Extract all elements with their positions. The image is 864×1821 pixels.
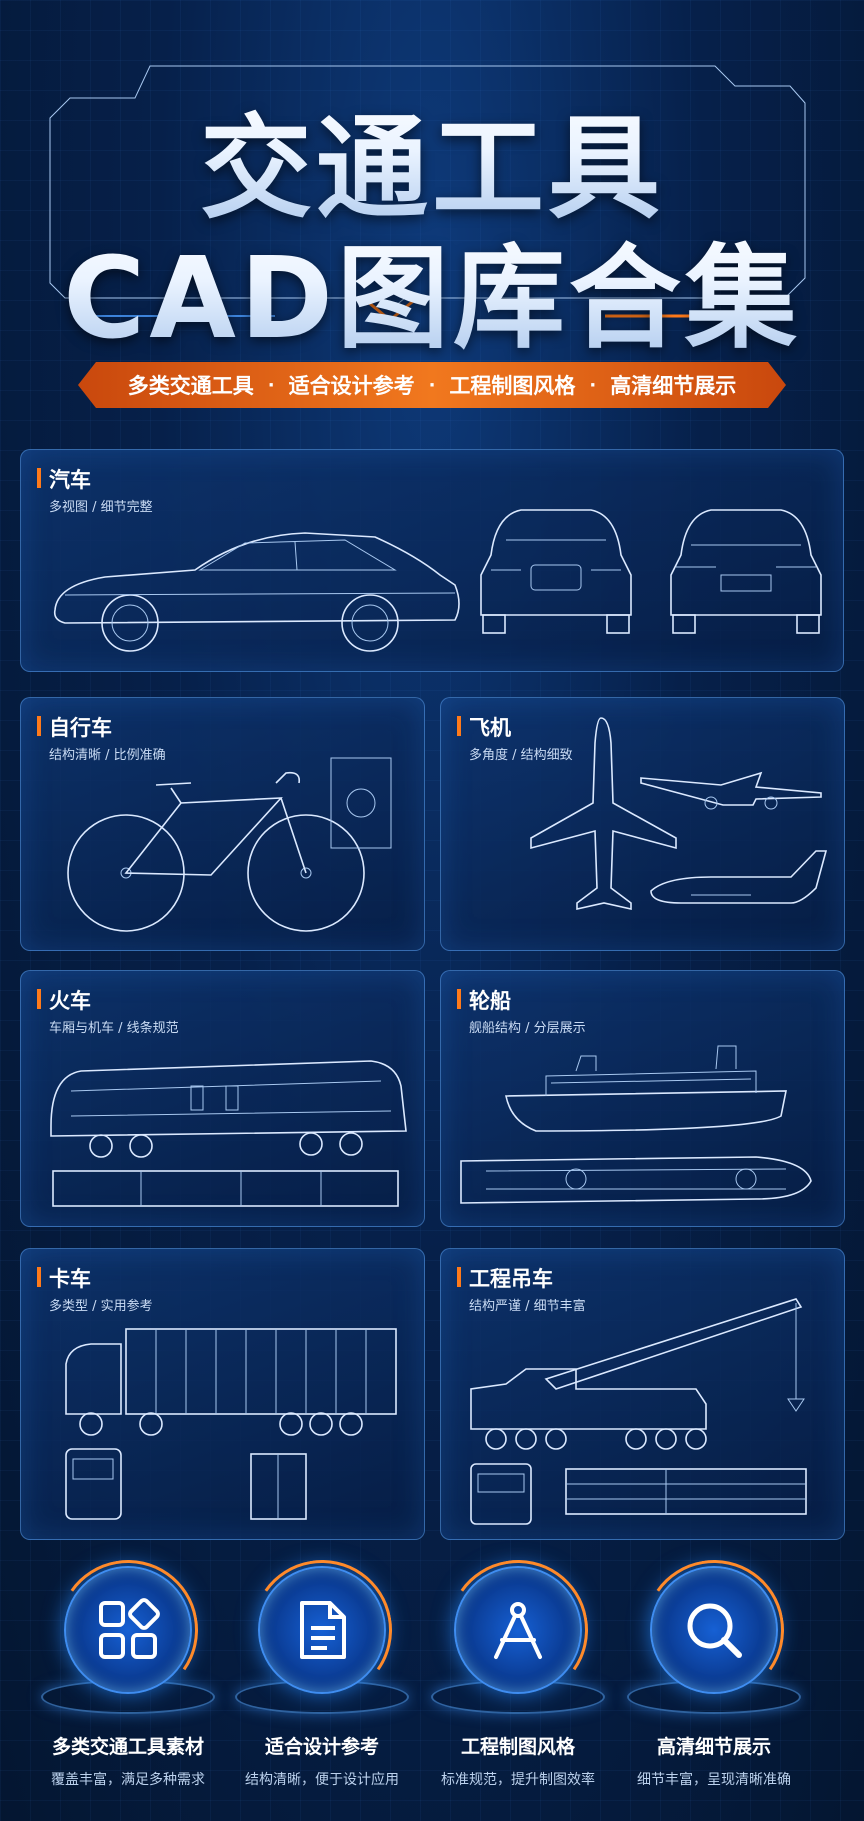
feature-subtitle: 标准规范，提升制图效率	[441, 1772, 595, 1788]
document-icon	[300, 1601, 346, 1659]
panel-title: 飞机	[457, 712, 511, 742]
panel-train: 火车 车厢与机车 / 线条规范	[20, 970, 425, 1227]
feature-icon-ring	[64, 1566, 192, 1694]
train-drawing	[50, 1060, 407, 1207]
crane-drawing	[470, 1298, 807, 1525]
ship-drawing	[460, 1045, 812, 1204]
panel-subtitle: 结构清晰 / 比例准确	[49, 748, 166, 763]
panel-bicycle: 自行车 结构清晰 / 比例准确	[20, 697, 425, 951]
bicycle-drawing	[67, 757, 392, 932]
feature-subtitle: 细节丰富，呈现清晰准确	[637, 1772, 791, 1788]
ribbon-item: 多类交通工具	[127, 374, 254, 398]
feature-ribbon: 多类交通工具 · 适合设计参考 · 工程制图风格 · 高清细节展示	[78, 362, 786, 408]
feature-subtitle: 结构清晰，便于设计应用	[245, 1772, 399, 1788]
feature-item: 适合设计参考 结构清晰，便于设计应用	[222, 1566, 422, 1789]
ribbon-separator: ·	[267, 374, 275, 396]
panel-ship: 轮船 舰船结构 / 分层展示	[440, 970, 845, 1227]
panel-subtitle: 多类型 / 实用参考	[49, 1299, 153, 1314]
panel-subtitle: 结构严谨 / 细节丰富	[469, 1299, 586, 1314]
feature-icon-ring	[454, 1566, 582, 1694]
feature-icon-ring	[258, 1566, 386, 1694]
panel-title: 卡车	[37, 1263, 91, 1293]
panel-title: 工程吊车	[457, 1263, 553, 1293]
panel-subtitle: 车厢与机车 / 线条规范	[49, 1021, 179, 1036]
airplane-drawing	[530, 717, 828, 910]
feature-title: 工程制图风格	[460, 1736, 575, 1758]
feature-title: 适合设计参考	[264, 1736, 379, 1758]
grid-apps-icon	[99, 1598, 160, 1659]
title-frame-outline	[49, 65, 806, 322]
panel-car: 汽车 多视图 / 细节完整	[20, 449, 844, 672]
car-side-drawing	[53, 532, 460, 652]
magnifier-icon	[687, 1603, 742, 1658]
feature-item: 工程制图风格 标准规范，提升制图效率	[418, 1566, 618, 1789]
ribbon-separator: ·	[589, 374, 597, 396]
feature-item: 多类交通工具素材 覆盖丰富，满足多种需求	[28, 1566, 228, 1789]
panel-subtitle: 多角度 / 结构细致	[469, 748, 573, 763]
feature-icon-ring	[650, 1566, 778, 1694]
ribbon-item: 工程制图风格	[449, 374, 576, 398]
compass-icon	[494, 1602, 542, 1659]
car-front-drawing	[480, 509, 632, 634]
feature-title: 多类交通工具素材	[51, 1736, 204, 1758]
panel-airplane: 飞机 多角度 / 结构细致	[440, 697, 845, 951]
feature-title: 高清细节展示	[656, 1736, 771, 1758]
ribbon-item: 适合设计参考	[288, 374, 415, 398]
ribbon-separator: ·	[428, 374, 436, 396]
panel-crane: 工程吊车 结构严谨 / 细节丰富	[440, 1248, 845, 1540]
truck-drawing	[65, 1328, 397, 1520]
panel-title: 汽车	[37, 464, 91, 494]
car-rear-drawing	[670, 509, 822, 634]
panel-subtitle: 舰船结构 / 分层展示	[469, 1021, 586, 1036]
panel-title: 自行车	[37, 712, 112, 742]
panel-title: 轮船	[457, 985, 511, 1015]
feature-subtitle: 覆盖丰富，满足多种需求	[51, 1772, 205, 1788]
ribbon-item: 高清细节展示	[610, 374, 737, 398]
feature-item: 高清细节展示 细节丰富，呈现清晰准确	[614, 1566, 814, 1789]
title-frame: 交通工具 CAD图库合集	[45, 58, 819, 364]
title-line-2: CAD图库合集	[45, 208, 819, 370]
title-line-1: 交通工具	[45, 78, 819, 240]
panel-title: 火车	[37, 985, 91, 1015]
panel-truck: 卡车 多类型 / 实用参考	[20, 1248, 425, 1540]
panel-subtitle: 多视图 / 细节完整	[49, 500, 153, 515]
